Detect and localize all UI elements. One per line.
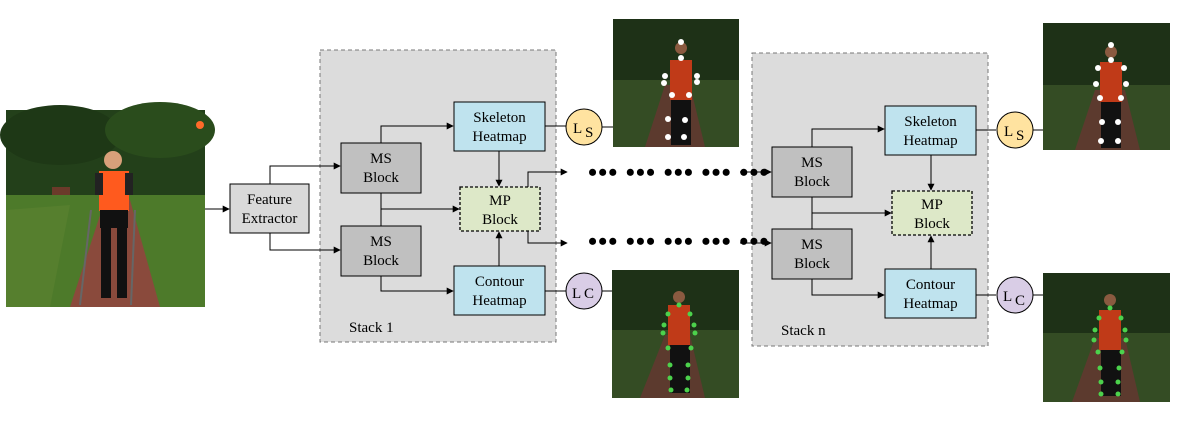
stack-1-skeleton-output-image — [613, 19, 739, 147]
stack-n-skeleton-heatmap: Skeleton Heatmap — [884, 105, 977, 156]
stack-n-contour-output-image — [1043, 273, 1170, 402]
feature-extractor-block: Feature Extractor — [229, 183, 310, 234]
ellipsis-bottom: ••• ••• ••• ••• ••• — [588, 227, 770, 256]
stack-1-mp-block: MP Block — [459, 186, 541, 232]
ms-block-label-line2: Block — [794, 174, 830, 190]
stack-1-skeleton-loss: L S — [565, 108, 603, 146]
loss-subscript: S — [585, 125, 593, 141]
stack-n-ms-block-top: MS Block — [771, 146, 853, 198]
ms-block-label-line1: MS — [801, 155, 823, 171]
input-photo — [0, 102, 215, 307]
stack-1-contour-heatmap: Contour Heatmap — [453, 265, 546, 316]
skeleton-heatmap-label-line2: Heatmap — [903, 133, 957, 149]
contour-heatmap-label-line1: Contour — [475, 274, 524, 290]
loss-symbol: L — [1004, 124, 1013, 140]
loss-subscript: C — [1015, 293, 1025, 309]
mp-block-label-line1: MP — [921, 197, 943, 213]
feature-extractor-label-line2: Extractor — [242, 211, 298, 227]
stack-1-skeleton-heatmap: Skeleton Heatmap — [453, 101, 546, 152]
stack-n-mp-block: MP Block — [891, 190, 973, 236]
stack-1-ms-block-bottom: MS Block — [340, 225, 422, 277]
loss-subscript: C — [584, 286, 594, 302]
mp-block-label-line2: Block — [482, 212, 518, 228]
stack-n-ms-block-bottom: MS Block — [771, 228, 853, 280]
mp-block-label-line2: Block — [914, 216, 950, 232]
ms-block-label-line1: MS — [801, 237, 823, 253]
contour-heatmap-label-line1: Contour — [906, 277, 955, 293]
ms-block-label-line2: Block — [363, 170, 399, 186]
stack-n-skeleton-output-image — [1043, 23, 1170, 150]
stack-n-skeleton-loss: L S — [996, 111, 1034, 149]
stack-n-contour-loss: L C — [996, 276, 1034, 314]
contour-heatmap-label-line2: Heatmap — [903, 296, 957, 312]
loss-symbol: L — [573, 121, 582, 137]
feature-extractor-label-line1: Feature — [247, 192, 292, 208]
ms-block-label-line1: MS — [370, 151, 392, 167]
mp-block-label-line1: MP — [489, 193, 511, 209]
stack-1-label: Stack 1 — [349, 320, 394, 336]
loss-symbol: L — [1003, 289, 1012, 305]
ms-block-label-line2: Block — [363, 253, 399, 269]
stack-n-label: Stack n — [781, 323, 826, 339]
stack-1-contour-loss: L C — [565, 272, 603, 310]
ms-block-label-line1: MS — [370, 234, 392, 250]
loss-subscript: S — [1016, 128, 1024, 144]
skeleton-heatmap-label-line1: Skeleton — [904, 114, 957, 130]
skeleton-heatmap-label-line2: Heatmap — [472, 129, 526, 145]
contour-heatmap-label-line2: Heatmap — [472, 293, 526, 309]
ms-block-label-line2: Block — [794, 256, 830, 272]
stack-n-contour-heatmap: Contour Heatmap — [884, 268, 977, 319]
stack-1-contour-output-image — [612, 270, 739, 398]
skeleton-heatmap-label-line1: Skeleton — [473, 110, 526, 126]
stack-1-ms-block-top: MS Block — [340, 142, 422, 194]
ellipsis-top: ••• ••• ••• ••• ••• — [588, 158, 770, 187]
loss-symbol: L — [572, 286, 581, 302]
